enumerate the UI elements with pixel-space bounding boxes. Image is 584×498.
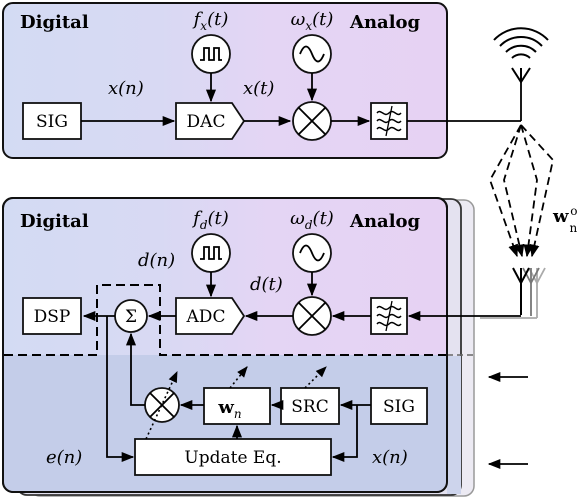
src-label: SRC [291,397,328,417]
rx-dt-label: d(t) [250,274,283,295]
tx-antenna-icon [493,27,549,84]
tx-sig-box [22,102,82,140]
rx-clock-icon [191,233,231,273]
transmitter-block: Digital Analog SIG x(n) DAC fx(t) x(t) ω… [2,2,448,159]
rx-en-label: e(n) [46,447,82,468]
rx-antenna-icon [480,267,546,319]
tx-digital-label: Digital [20,12,89,33]
tx-xn-label: x(n) [108,78,144,99]
tx-analog-label: Analog [349,12,421,33]
dac-label: DAC [187,112,226,132]
tx-clock-label: fx(t) [192,9,229,33]
dsp-label: DSP [34,307,71,327]
rx-dn-label: d(n) [138,250,175,271]
rx-xn-label: x(n) [372,447,408,468]
tx-xt-label: x(t) [243,78,274,99]
sum-label: Σ [125,307,137,327]
rx-digital-label: Digital [20,211,89,232]
weight-label: wn [217,397,241,421]
receiver-block: Digital Analog ωd(t) d(t) ADC fd(t) [2,197,521,494]
dsp-box [22,297,82,335]
weight-box [203,387,271,425]
adc-label: ADC [186,307,226,327]
dac-box [175,102,246,140]
tx-lo-label: ωx(t) [291,9,334,33]
rx-sig-label: SIG [383,397,415,417]
rx-lo-label: ωd(t) [290,208,334,232]
adc-box [175,297,246,335]
src-box [280,387,340,425]
channel-paths [489,124,554,258]
tx-sig-label: SIG [36,112,68,132]
update-eq-label: Update Eq. [184,448,281,468]
update-eq-box [134,438,332,476]
rx-clock-label: fd(t) [191,208,229,232]
tx-clock-icon [191,34,231,74]
rx-analog-label: Analog [349,211,421,232]
channel-weight-label: wno [552,204,578,235]
rx-sig-box [370,387,428,425]
